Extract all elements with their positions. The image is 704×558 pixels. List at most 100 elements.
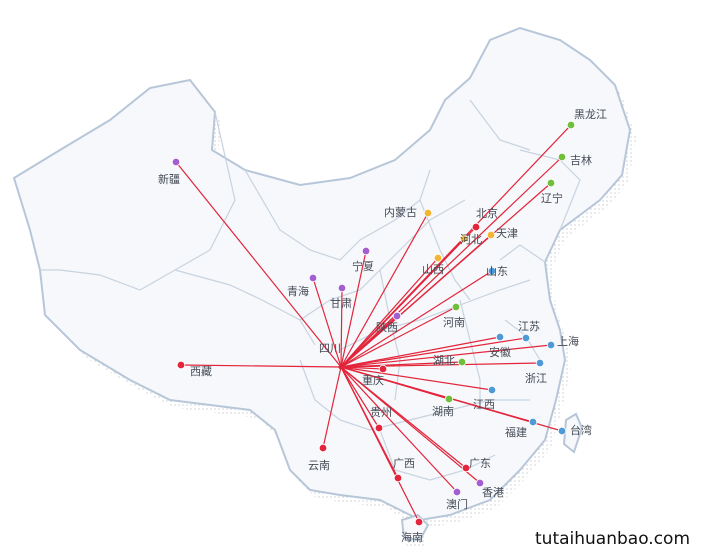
province-label: 河南 bbox=[443, 316, 465, 329]
flow-line bbox=[340, 361, 463, 368]
flow-line bbox=[340, 156, 563, 368]
province-label: 广东 bbox=[469, 457, 491, 470]
province-label: 上海 bbox=[557, 334, 579, 348]
province-marker[interactable] bbox=[374, 423, 384, 433]
flow-line bbox=[340, 287, 343, 368]
province-marker[interactable] bbox=[414, 517, 424, 527]
province-label: 广西 bbox=[393, 457, 415, 470]
province-label: 浙江 bbox=[525, 372, 547, 385]
province-marker[interactable] bbox=[521, 333, 531, 343]
flow-line bbox=[340, 344, 552, 368]
province-marker[interactable] bbox=[378, 364, 388, 374]
province-label: 江苏 bbox=[518, 320, 540, 333]
province-label: 湖南 bbox=[432, 405, 454, 418]
flow-line bbox=[340, 336, 501, 368]
province-marker[interactable] bbox=[487, 266, 497, 276]
province-marker[interactable] bbox=[557, 152, 567, 162]
province-marker[interactable] bbox=[444, 394, 454, 404]
province-label: 黑龙江 bbox=[574, 108, 607, 121]
province-marker[interactable] bbox=[176, 360, 186, 370]
province-label: 吉林 bbox=[570, 153, 592, 167]
province-marker[interactable] bbox=[546, 340, 556, 350]
province-label: 北京 bbox=[476, 206, 498, 220]
province-marker[interactable] bbox=[171, 157, 181, 167]
flow-line bbox=[340, 366, 481, 484]
province-label: 山西 bbox=[422, 263, 444, 276]
province-label: 香港 bbox=[482, 486, 504, 499]
province-marker[interactable] bbox=[459, 234, 469, 244]
province-label: 辽宁 bbox=[541, 191, 563, 205]
flow-line bbox=[180, 364, 342, 368]
province-label: 安徽 bbox=[489, 345, 511, 359]
flow-line bbox=[340, 366, 380, 429]
province-marker[interactable] bbox=[423, 208, 433, 218]
province-label: 天津 bbox=[496, 227, 518, 240]
province-marker[interactable] bbox=[337, 283, 347, 293]
province-marker[interactable] bbox=[318, 443, 328, 453]
province-markers bbox=[171, 120, 576, 527]
province-marker[interactable] bbox=[495, 332, 505, 342]
province-label: 海南 bbox=[401, 530, 423, 544]
province-marker[interactable] bbox=[566, 120, 576, 130]
flow-line bbox=[340, 337, 527, 368]
province-marker[interactable] bbox=[528, 417, 538, 427]
province-label: 宁夏 bbox=[352, 259, 374, 273]
flow-line bbox=[340, 257, 439, 368]
flow-line bbox=[340, 366, 493, 391]
flow-line bbox=[340, 270, 493, 368]
flow-line bbox=[340, 366, 458, 493]
province-marker[interactable] bbox=[475, 478, 485, 488]
province-label: 甘肃 bbox=[330, 297, 352, 310]
flow-line bbox=[312, 277, 342, 368]
province-marker[interactable] bbox=[546, 178, 556, 188]
flow-line bbox=[340, 362, 541, 368]
province-marker[interactable] bbox=[461, 463, 471, 473]
flow-line bbox=[340, 366, 420, 523]
flow-line bbox=[340, 315, 398, 368]
flow-line bbox=[340, 238, 465, 368]
province-marker[interactable] bbox=[487, 385, 497, 395]
province-marker[interactable] bbox=[308, 273, 318, 283]
province-label: 重庆 bbox=[362, 373, 384, 387]
province-label: 青海 bbox=[287, 284, 309, 298]
province-label: 江西 bbox=[473, 398, 495, 411]
province-label: 西藏 bbox=[190, 365, 212, 378]
province-marker[interactable] bbox=[535, 358, 545, 368]
flow-line bbox=[340, 306, 457, 368]
province-label: 新疆 bbox=[158, 172, 180, 186]
watermark: tutaihuanbao.com bbox=[535, 529, 690, 549]
province-label: 澳门 bbox=[446, 497, 468, 511]
province-label: 内蒙古 bbox=[384, 205, 417, 219]
province-marker[interactable] bbox=[393, 473, 403, 483]
province-marker[interactable] bbox=[452, 487, 462, 497]
province-marker[interactable] bbox=[557, 426, 567, 436]
province-label: 贵州 bbox=[370, 406, 392, 419]
province-marker[interactable] bbox=[486, 230, 496, 240]
province-marker[interactable] bbox=[457, 357, 467, 367]
province-label: 台湾 bbox=[570, 423, 592, 437]
flow-lines bbox=[175, 124, 572, 523]
province-marker[interactable] bbox=[471, 222, 481, 232]
province-label: 云南 bbox=[308, 459, 330, 472]
province-marker[interactable] bbox=[361, 246, 371, 256]
taiwan-island bbox=[562, 412, 584, 454]
flow-line bbox=[340, 366, 384, 370]
province-label: 湖北 bbox=[433, 354, 455, 367]
hub-marker[interactable] bbox=[338, 364, 344, 370]
province-marker[interactable] bbox=[451, 302, 461, 312]
province-label: 山东 bbox=[486, 265, 508, 278]
province-marker[interactable] bbox=[392, 311, 402, 321]
flow-line bbox=[175, 161, 342, 368]
province-label: 河北 bbox=[460, 233, 482, 246]
flow-line bbox=[322, 366, 342, 449]
province-marker[interactable] bbox=[433, 253, 443, 263]
hub-label: 四川 bbox=[319, 342, 341, 355]
china-outline bbox=[12, 26, 632, 522]
flow-line bbox=[340, 212, 429, 368]
flow-line bbox=[340, 250, 367, 368]
province-label: 陕西 bbox=[376, 320, 398, 334]
province-label: 福建 bbox=[505, 425, 527, 439]
